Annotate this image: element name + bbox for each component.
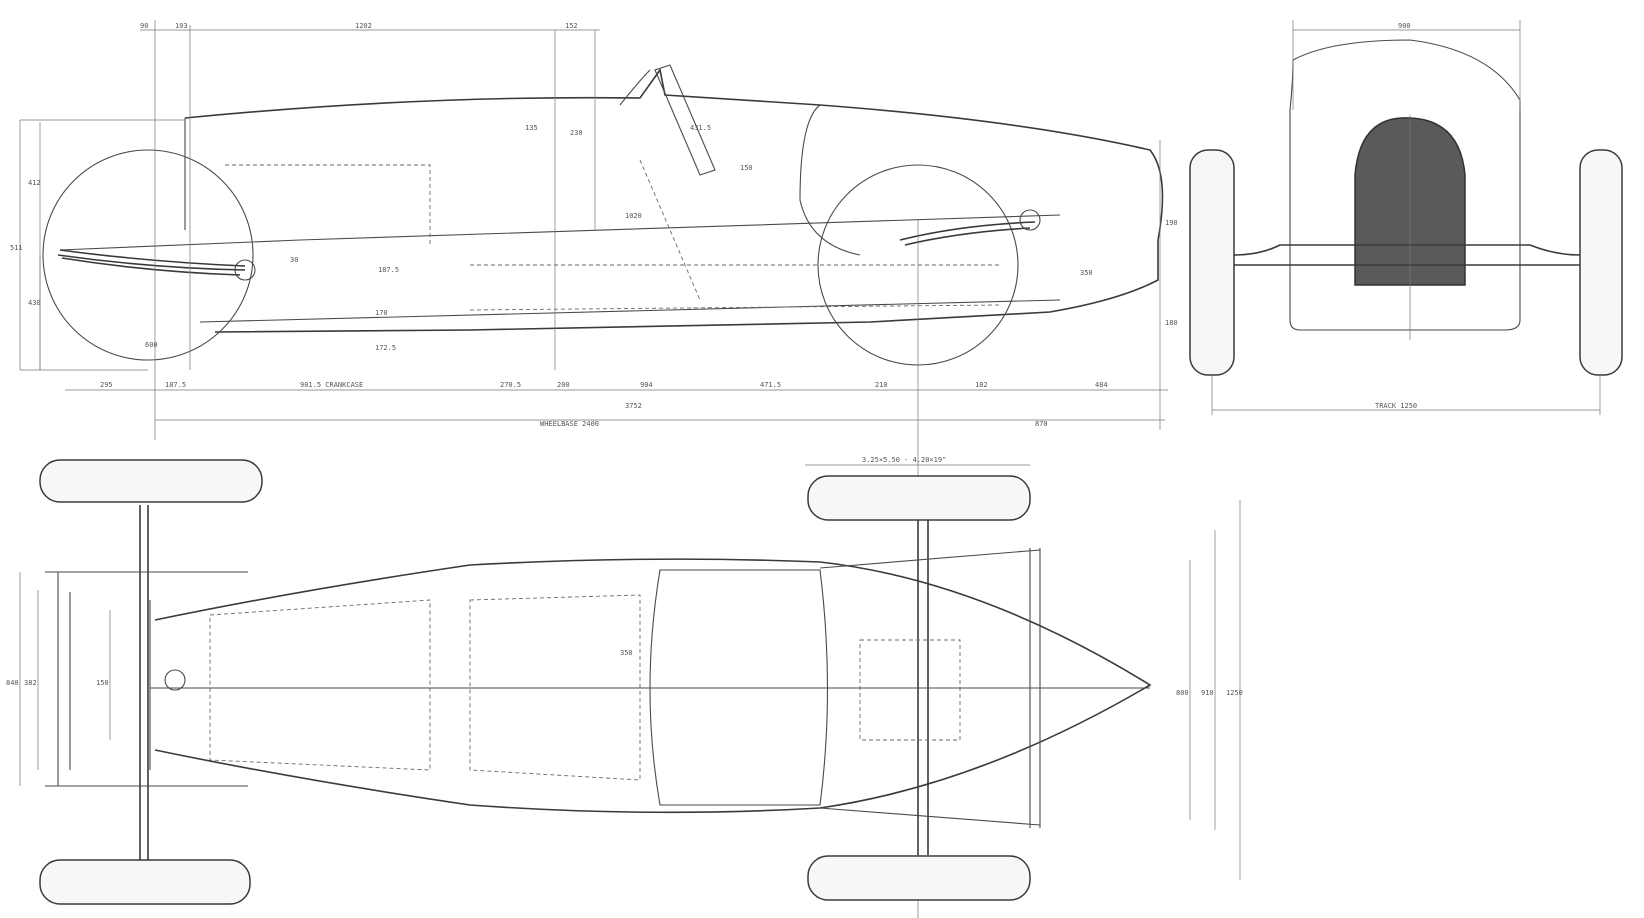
front-dim-lines [1211, 20, 1601, 415]
dim-mid-2: 170 [375, 309, 388, 317]
plan-dim-left-2: 150 [96, 679, 109, 687]
side-steering-column [639, 159, 701, 301]
front-left-tire [1189, 149, 1235, 376]
plan-tyre-spec: 3.25×5.50 - 4.20×19" [862, 456, 946, 464]
dim-left-1: 511 [10, 244, 23, 252]
dim-wheelbase: WHEELBASE 2400 [540, 420, 599, 428]
dim-mid-1: 187.5 [378, 266, 399, 274]
dim-bottom-7: 210 [875, 381, 888, 389]
dim-top-2: 1202 [355, 22, 372, 30]
plan-dim-left-0: 840 [6, 679, 19, 687]
dim-top-3: 152 [565, 22, 578, 30]
side-dim-labels: 90 103 1202 152 295 187.5 901.5 CRANKCAS… [10, 22, 1178, 428]
dim-left-0: 412 [28, 179, 41, 187]
plan-dim-right-0: 800 [1176, 689, 1189, 697]
dim-bottom-3: 270.5 [500, 381, 521, 389]
plan-view: 3.25×5.50 - 4.20×19" 840 382 150 800 910… [6, 456, 1243, 905]
dim-top-1: 103 [175, 22, 188, 30]
dim-bottom-9: 484 [1095, 381, 1108, 389]
plan-rear-right-tire [807, 855, 1031, 901]
dim-bottom-4: 200 [557, 381, 570, 389]
dim-mid-3: 172.5 [375, 344, 396, 352]
dim-bottom-2: 901.5 CRANKCASE [300, 381, 363, 389]
plan-front-frame [45, 571, 248, 787]
front-view: 900 TRACK 1250 [1189, 20, 1623, 415]
plan-dim-left-1: 382 [24, 679, 37, 687]
dim-right-0: 350 [1080, 269, 1093, 277]
front-cowl-outline [1289, 39, 1521, 331]
dim-top-0: 90 [140, 22, 148, 30]
side-engine-dashed [225, 164, 1001, 311]
dim-right-1: 190 [1165, 219, 1178, 227]
plan-cockpit [649, 569, 829, 806]
plan-dim-right-1: 910 [1201, 689, 1214, 697]
dim-seat-3: 150 [740, 164, 753, 172]
dim-right-2: 180 [1165, 319, 1178, 327]
dim-bottom-5: 904 [640, 381, 653, 389]
plan-dim-right-2: 1250 [1226, 689, 1243, 697]
plan-rear-left-tire [807, 475, 1031, 521]
plan-front-left-tire [39, 459, 263, 503]
dim-rear-overhang: 870 [1035, 420, 1048, 428]
dim-mid-0: 30 [290, 256, 298, 264]
plan-front-hub [164, 669, 186, 691]
side-front-wheel [42, 149, 254, 361]
dim-left-2: 430 [28, 299, 41, 307]
side-rear-spring [899, 221, 1036, 246]
side-front-spring [57, 249, 246, 276]
plan-front-right-tire [39, 859, 251, 905]
dim-steering: 431.5 [690, 124, 711, 132]
dim-bottom-8: 182 [975, 381, 988, 389]
dim-seat-1: 230 [570, 129, 583, 137]
plan-dim-labels: 3.25×5.50 - 4.20×19" 840 382 150 800 910… [6, 456, 1243, 697]
front-track: TRACK 1250 [1375, 402, 1417, 410]
side-body-outline [184, 68, 1164, 333]
side-body-top [184, 69, 651, 230]
side-seat-back [799, 104, 861, 256]
side-dim-lines [20, 29, 1168, 421]
dim-bottom-0: 295 [100, 381, 113, 389]
dim-seat-0: 135 [525, 124, 538, 132]
front-axle [1233, 244, 1581, 266]
front-top-width: 900 [1398, 22, 1411, 30]
plan-dim-lines [19, 464, 1241, 880]
plan-dim-center: 350 [620, 649, 633, 657]
plan-front-axle [139, 505, 149, 860]
side-chassis-rail [59, 214, 1061, 323]
side-rear-hub [1019, 209, 1041, 231]
dim-overall-length: 3752 [625, 402, 642, 410]
front-right-tire [1579, 149, 1623, 376]
side-view: 90 103 1202 152 295 187.5 901.5 CRANKCAS… [10, 20, 1178, 918]
dim-bottom-6: 471.5 [760, 381, 781, 389]
plan-engine-dashed [209, 594, 961, 781]
dim-bottom-1: 187.5 [165, 381, 186, 389]
side-windscreen [654, 64, 716, 176]
dim-seat-2: 1020 [625, 212, 642, 220]
plan-rear-frame [819, 548, 1041, 828]
plan-body-outline [154, 558, 1152, 814]
dim-wheel-dia: 600 [145, 341, 158, 349]
